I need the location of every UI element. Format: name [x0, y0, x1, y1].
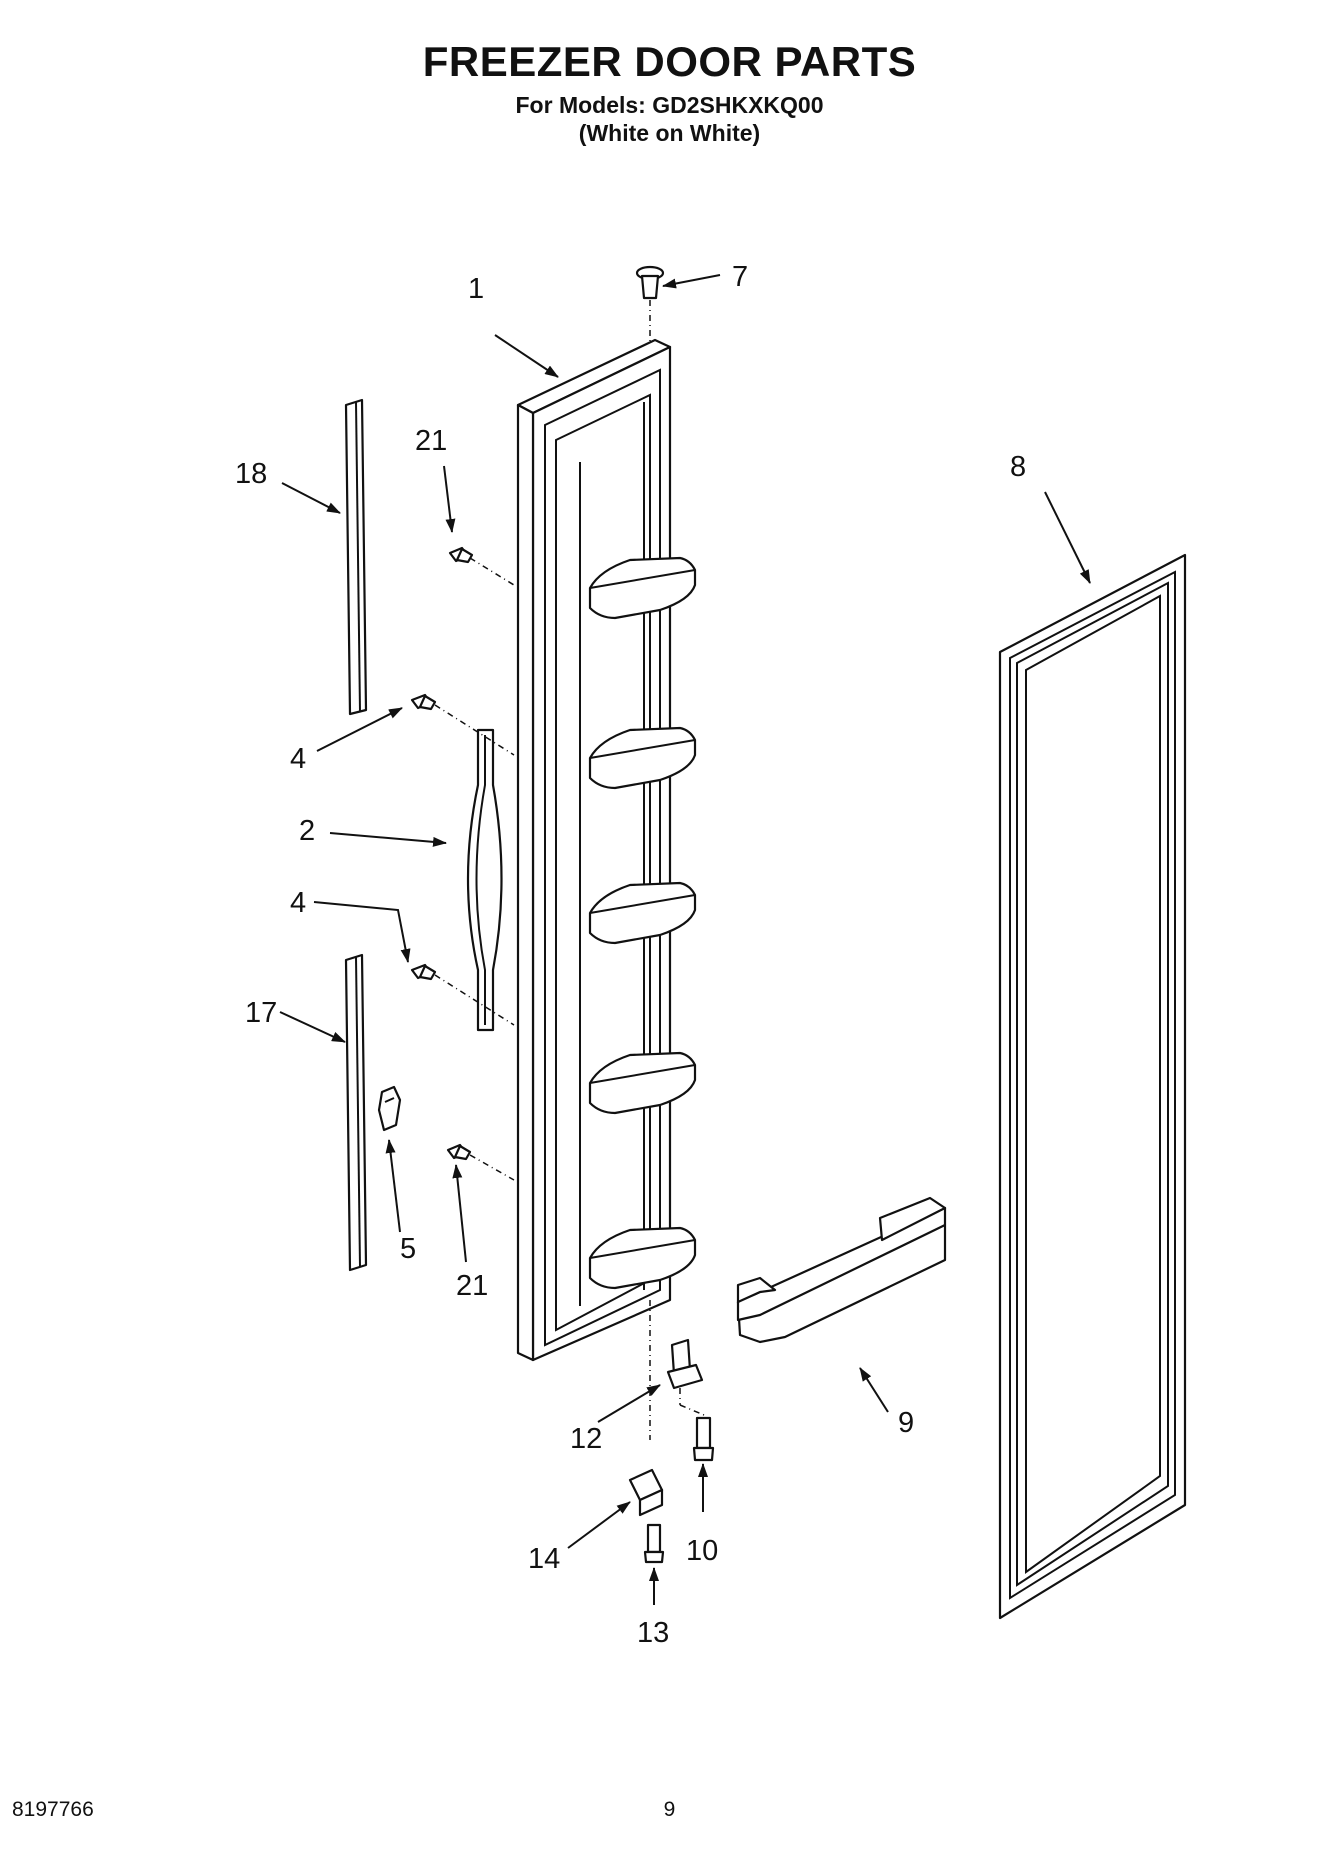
- callout-handle: 2: [299, 815, 315, 847]
- door-shelf: [588, 1226, 697, 1290]
- hinge-bracket: [628, 1468, 664, 1517]
- top-plug: [635, 265, 665, 345]
- door-shelf: [588, 1051, 697, 1115]
- door-gasket: [998, 553, 1187, 1620]
- callout-lower-trim: 17: [245, 997, 277, 1029]
- hinge-screw: [692, 1416, 715, 1462]
- leader-arrows: [279, 274, 1091, 1605]
- callout-bottom-hinge-screw: 13: [637, 1617, 669, 1649]
- callout-clip: 5: [400, 1233, 416, 1265]
- callout-gasket: 8: [1010, 451, 1026, 483]
- lower-trim-strip: [344, 953, 368, 1272]
- callout-plug: 7: [732, 261, 748, 293]
- door-shelves: [588, 556, 697, 1290]
- callout-door-bin: 9: [898, 1407, 914, 1439]
- door-shelf: [588, 556, 697, 620]
- page-number: 9: [663, 1798, 676, 1821]
- callout-lower-handle-screw: 4: [290, 887, 306, 919]
- callout-upper-trim: 18: [235, 458, 267, 490]
- upper-trim-strip: [344, 398, 368, 716]
- callout-bottom-screw: 21: [456, 1270, 488, 1302]
- upper-handle-screw: [410, 693, 437, 711]
- document-number: 8197766: [12, 1798, 94, 1821]
- top-screw: [448, 546, 474, 564]
- hinge-pin: [666, 1338, 704, 1390]
- clip: [377, 1085, 402, 1132]
- color-subtitle: (White on White): [578, 120, 761, 146]
- page-title: FREEZER DOOR PARTS: [422, 38, 917, 85]
- callout-hinge-pin: 12: [570, 1423, 602, 1455]
- callout-upper-handle-screw: 4: [290, 743, 306, 775]
- door-shelf: [588, 881, 697, 945]
- callout-hinge-screw: 10: [686, 1535, 718, 1567]
- callout-top-screw: 21: [415, 425, 447, 457]
- bottom-screw: [446, 1143, 472, 1161]
- door-bin: [736, 1196, 947, 1344]
- door-shelf: [588, 726, 697, 790]
- callout-door: 1: [468, 273, 484, 305]
- lower-handle-screw: [410, 963, 437, 981]
- models-subtitle: For Models: GD2SHKXKQ00: [515, 92, 824, 118]
- freezer-door-outer-panel: [516, 338, 672, 1362]
- door-handle: [466, 728, 503, 1032]
- bottom-hinge-screw: [643, 1523, 665, 1564]
- callout-bracket: 14: [528, 1543, 560, 1575]
